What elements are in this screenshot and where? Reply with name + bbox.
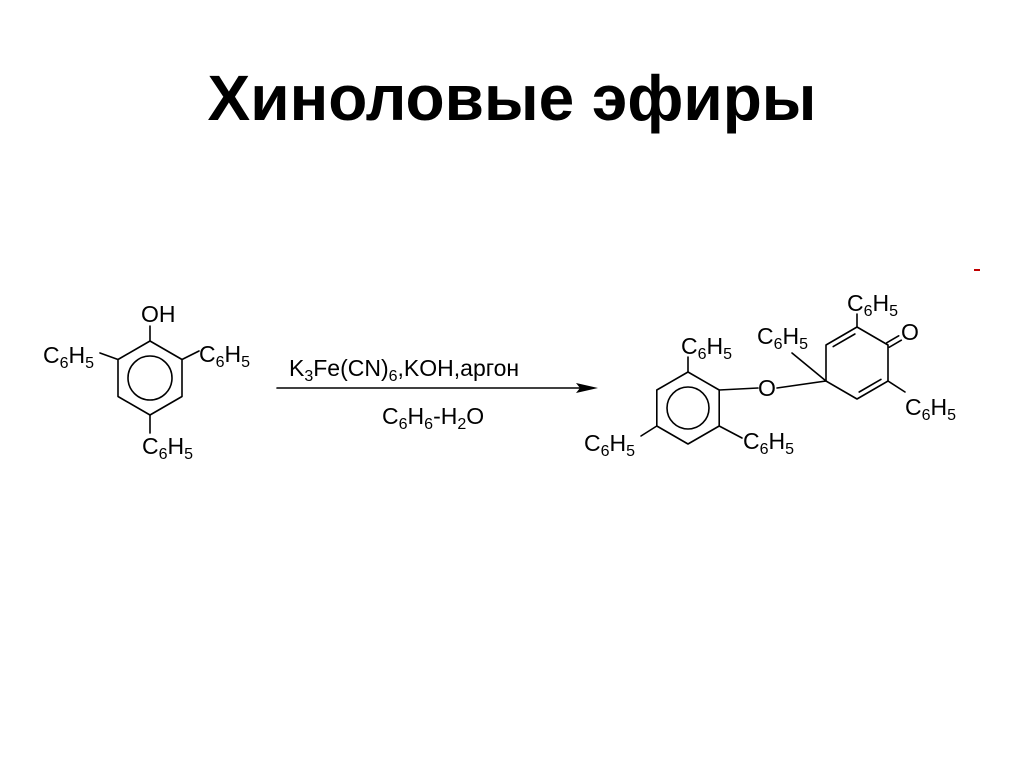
reactant-molecule: OH C6H5 C6H5 C6H5 — [43, 301, 250, 463]
formula-subscript: 5 — [785, 441, 794, 458]
formula-text: ,KOH,аргон — [398, 355, 520, 381]
formula-text: H — [610, 430, 627, 456]
formula-subscript: 5 — [947, 407, 956, 424]
formula-subscript: 5 — [626, 443, 635, 460]
formula-text: H — [769, 428, 786, 454]
bond-aryl-lower-right — [718, 425, 743, 439]
formula-subscript: 3 — [304, 368, 313, 385]
double-bond-inner-upper — [832, 333, 856, 348]
formula-text: C — [199, 341, 216, 367]
carbonyl-bond-a — [888, 339, 903, 349]
formula-text: Fe(CN) — [313, 355, 388, 381]
phenyl-label-right: C6H5 — [199, 341, 250, 371]
formula-subscript: 5 — [85, 355, 94, 372]
reaction-reagents: K3Fe(CN)6,KOH,аргон — [289, 355, 519, 385]
double-bond-inner-lower — [858, 378, 882, 393]
formula-subscript: 6 — [774, 336, 783, 353]
formula-text: H — [69, 342, 86, 368]
formula-text: H — [931, 394, 948, 420]
phenyl-label-left: C6H5 — [43, 342, 94, 372]
aromatic-circle — [666, 386, 710, 430]
formula-text: C — [142, 433, 159, 459]
phenyl-label-quaternary: C6H5 — [757, 323, 808, 353]
formula-text: C — [757, 323, 774, 349]
carbonyl-oxygen-label: O — [901, 319, 919, 345]
aromatic-circle — [127, 355, 173, 401]
formula-subscript: 6 — [864, 303, 873, 320]
arrow-head — [576, 383, 598, 393]
formula-subscript: 2 — [457, 416, 466, 433]
formula-text: H — [783, 323, 800, 349]
formula-text: O — [466, 403, 484, 429]
formula-text: H — [873, 290, 890, 316]
formula-subscript: 6 — [389, 368, 398, 385]
formula-subscript: 6 — [159, 446, 168, 463]
formula-subscript: 6 — [698, 346, 707, 363]
formula-subscript: 6 — [424, 416, 433, 433]
formula-subscript: 6 — [601, 443, 610, 460]
formula-text: C — [905, 394, 922, 420]
formula-subscript: 6 — [60, 355, 69, 372]
product-molecule: O C6H5 C6H5 C6H5 O C6H5 C6H5 C6H5 — [584, 290, 956, 460]
formula-subscript: 5 — [241, 354, 250, 371]
phenyl-label-dienone-lower-right: C6H5 — [905, 394, 956, 424]
bond-aryl-lower-left — [640, 425, 658, 437]
dienone-ring — [825, 326, 889, 400]
slide-title: Хиноловые эфиры — [207, 62, 817, 134]
formula-text: C — [584, 430, 601, 456]
reaction-arrow: K3Fe(CN)6,KOH,аргон C6H6-H2O — [276, 355, 598, 433]
hydroxyl-label: OH — [141, 301, 176, 327]
carbonyl-bond-b — [885, 334, 900, 344]
bond-quaternary-phenyl — [791, 352, 827, 382]
formula-subscript: 6 — [922, 407, 931, 424]
bond-substituent-left — [99, 352, 119, 361]
phenyl-label-dienone-top: C6H5 — [847, 290, 898, 320]
formula-text: H — [225, 341, 242, 367]
reaction-solvent: C6H6-H2O — [382, 403, 484, 433]
formula-text: -H — [433, 403, 457, 429]
formula-text: H — [408, 403, 425, 429]
formula-subscript: 6 — [760, 441, 769, 458]
formula-subscript: 5 — [889, 303, 898, 320]
formula-text: C — [43, 342, 60, 368]
formula-text: H — [707, 333, 724, 359]
formula-subscript: 5 — [799, 336, 808, 353]
formula-subscript: 6 — [399, 416, 408, 433]
formula-text: C — [847, 290, 864, 316]
formula-subscript: 5 — [723, 346, 732, 363]
phenyl-label-aryl-lower-right: C6H5 — [743, 428, 794, 458]
formula-text: K — [289, 355, 305, 381]
bond-substituent-right — [181, 350, 200, 361]
phenyl-label-bottom: C6H5 — [142, 433, 193, 463]
bond-oxygen-quaternary — [776, 380, 827, 389]
formula-text: C — [681, 333, 698, 359]
formula-subscript: 5 — [184, 446, 193, 463]
phenyl-label-aryl-top: C6H5 — [681, 333, 732, 363]
formula-subscript: 6 — [216, 354, 225, 371]
ether-oxygen-label: O — [758, 375, 776, 401]
bond-aryl-oxygen — [718, 387, 759, 391]
formula-text: C — [743, 428, 760, 454]
bond-dienone-lower-right — [887, 380, 906, 393]
formula-text: H — [168, 433, 185, 459]
phenyl-label-aryl-para: C6H5 — [584, 430, 635, 460]
aryl-ring — [655, 371, 721, 445]
formula-text: C — [382, 403, 399, 429]
